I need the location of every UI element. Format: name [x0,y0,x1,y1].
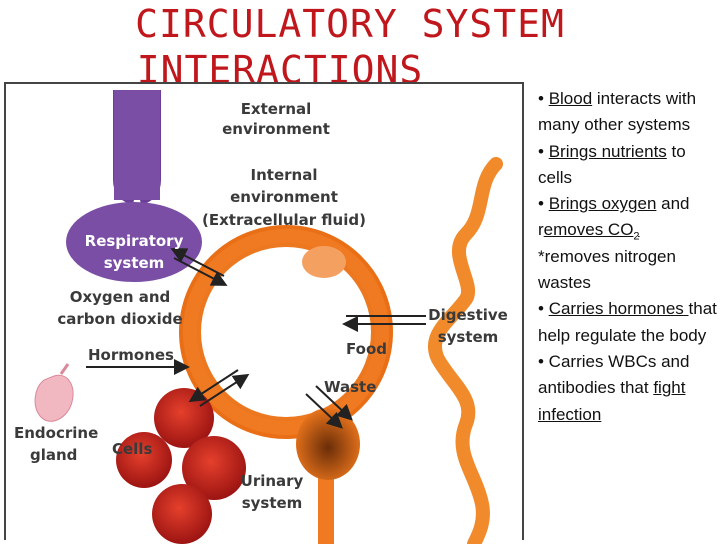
cell-shape [152,484,212,544]
bullet-nutrients-term: Brings nutrients [548,141,667,161]
label-respiratory-2: system [104,254,165,272]
label-hormones: Hormones [88,346,174,364]
cell-shape [154,388,214,448]
label-endocrine-2: gland [30,446,77,464]
label-digestive-1: Digestive [428,306,508,324]
bullet-nutrients: • Brings nutrients to cells [538,139,720,192]
bullet-wbc-text: • Carries WBCs and antibodies that [538,351,690,398]
bullet-marker: • [538,89,549,108]
label-food: Food [346,340,387,358]
bullet-marker: • [538,299,549,319]
bullet-blood-term: Blood [548,89,593,108]
bullet-blood: • Blood interacts with many other system… [538,86,720,139]
bullet-infection-term: fight infection [538,378,686,424]
bullet-co2-text: emoves CO [543,220,634,240]
label-digestive-2: system [438,328,499,346]
bullet-blood-text: interacts with many other systems [538,89,697,135]
label-oxygen-2: carbon dioxide [57,310,182,328]
digestive-tract [427,157,503,544]
bullet-oxygen-text: and r [538,194,690,240]
circulatory-diagram: External environment Internal environmen… [4,82,524,544]
label-respiratory-1: Respiratory [85,232,184,250]
bullet-nitrogen: *removes nitrogen wastes [538,246,676,293]
cell-shape [182,436,246,500]
bullet-wbc: • Carries WBCs and antibodies that fight… [538,349,720,428]
heart-bulge [302,246,346,278]
label-external-2: environment [222,120,330,138]
label-urinary-2: system [242,494,303,512]
label-endocrine-1: Endocrine [14,424,98,442]
cell-shape [116,432,172,488]
title-line-1: CIRCULATORY SYSTEM [135,2,565,46]
label-waste: Waste [324,378,376,396]
respiratory-system-shape [66,202,202,282]
label-cells: Cells [112,440,152,458]
bullet-list: • Blood interacts with many other system… [538,86,720,428]
diagram-svg: External environment Internal environmen… [14,90,508,544]
arrow-cells-to-blood [199,373,250,407]
bullet-oxygen: • Brings oxygen and removes CO2 [538,191,720,244]
arrow-blood-to-cells [188,369,239,403]
label-oxygen-1: Oxygen and [70,288,171,306]
endocrine-gland-shape [34,374,74,422]
urinary-system-shape [296,408,360,480]
bullet-oxygen-term: Brings oxygen [548,194,657,214]
respiratory-tube-fill [114,90,160,200]
bullet-marker: • [538,141,549,161]
bullet-hormones: • Carries hormones that help regulate th… [538,296,720,349]
bullet-co2-term: emoves CO2 [543,220,640,242]
label-internal-3: (Extracellular fluid) [202,211,366,229]
arrow-blood-to-respiratory [170,248,225,277]
label-internal-2: environment [230,188,338,206]
label-internal-1: Internal [251,166,318,184]
bullet-hormones-term: Carries hormones [548,299,689,319]
bullet-nutrients-text: to cells [538,141,686,187]
label-urinary-1: Urinary [241,472,304,490]
bullet-co2-subscript: 2 [633,230,640,243]
label-external-1: External [241,100,312,118]
bullet-hormones-text: that help regulate the body [538,299,717,345]
arrow-waste [305,393,343,429]
bullet-marker: • [538,194,549,214]
